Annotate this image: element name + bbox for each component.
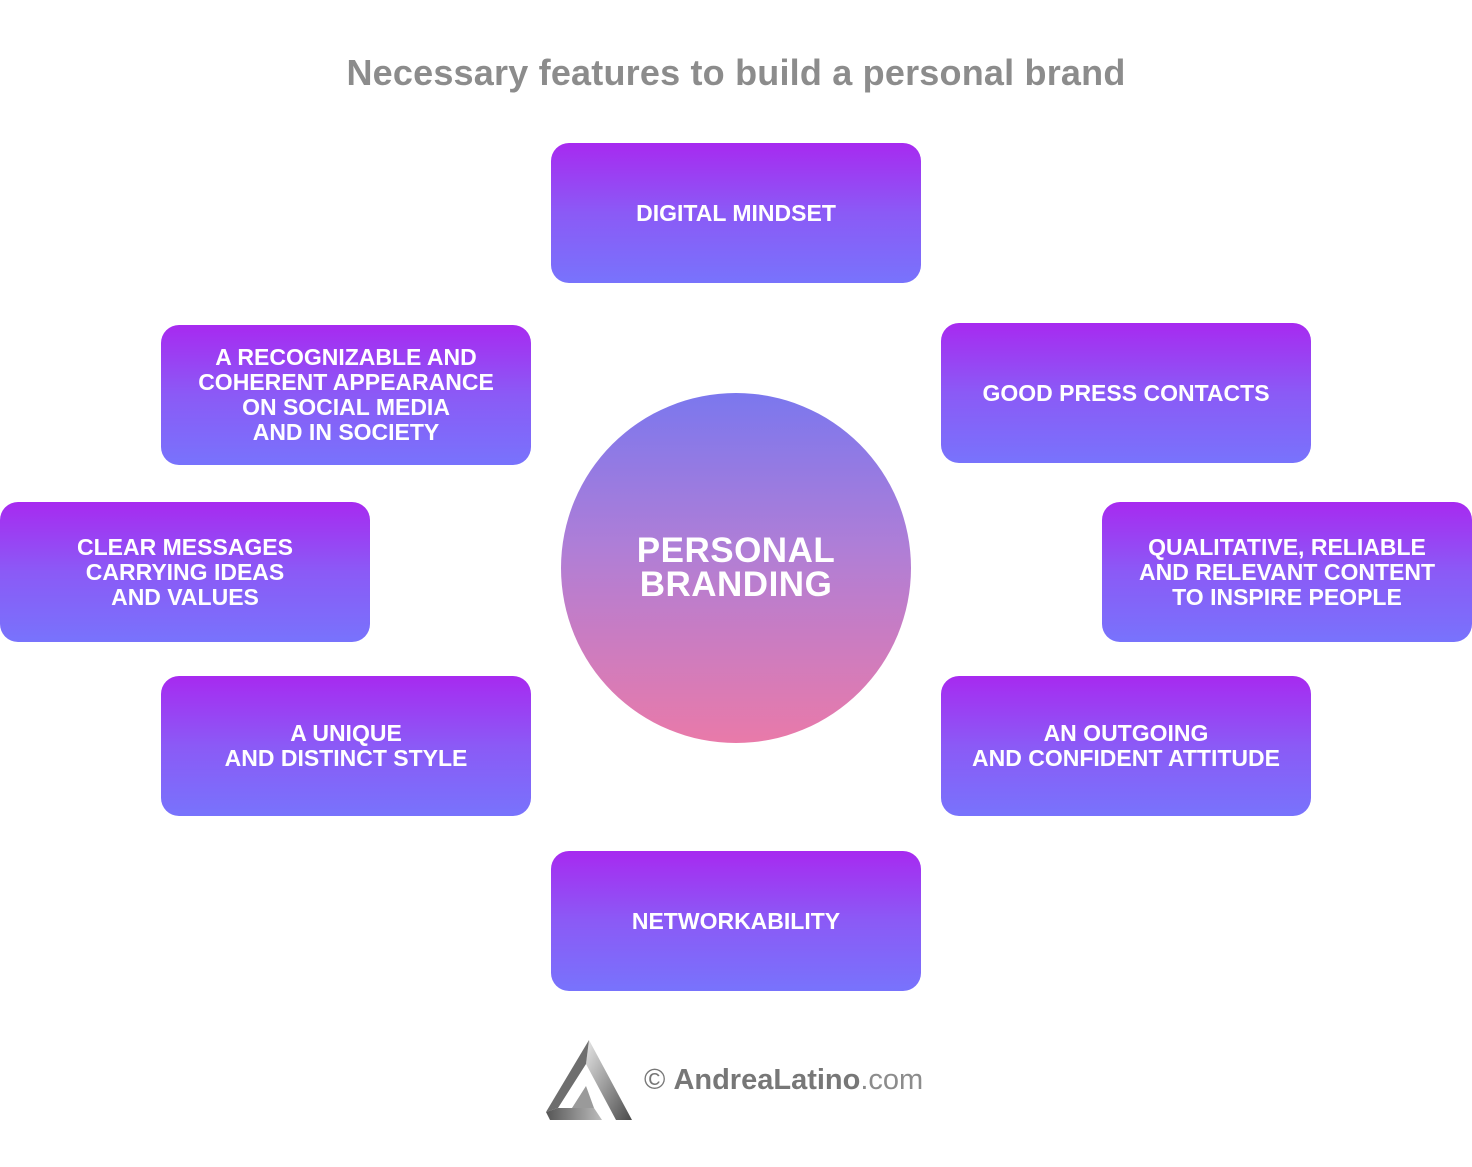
feature-box-messages: CLEAR MESSAGES CARRYING IDEAS AND VALUES — [0, 502, 370, 642]
feature-label: DIGITAL MINDSET — [636, 199, 836, 226]
feature-label: AN OUTGOING AND CONFIDENT ATTITUDE — [972, 720, 1280, 771]
feature-box-digital-mindset: DIGITAL MINDSET — [551, 143, 921, 283]
feature-label: GOOD PRESS CONTACTS — [982, 379, 1270, 406]
feature-label: A RECOGNIZABLE AND COHERENT APPEARANCE O… — [198, 344, 494, 445]
feature-box-attitude: AN OUTGOING AND CONFIDENT ATTITUDE — [941, 676, 1311, 816]
feature-box-content: QUALITATIVE, RELIABLE AND RELEVANT CONTE… — [1102, 502, 1472, 642]
feature-box-appearance: A RECOGNIZABLE AND COHERENT APPEARANCE O… — [161, 325, 531, 465]
brand-tld: .com — [860, 1064, 924, 1096]
feature-box-press-contacts: GOOD PRESS CONTACTS — [941, 323, 1311, 463]
diagram-title: Necessary features to build a personal b… — [346, 52, 1126, 93]
center-label: PERSONAL BRANDING — [636, 531, 836, 604]
feature-label: QUALITATIVE, RELIABLE AND RELEVANT CONTE… — [1138, 533, 1435, 610]
feature-label: NETWORKABILITY — [631, 907, 841, 934]
footer: © AndreaLatino.com — [546, 1040, 946, 1122]
copyright-symbol: © — [644, 1064, 666, 1096]
feature-label: CLEAR MESSAGES CARRYING IDEAS AND VALUES — [77, 533, 293, 610]
brand-name: AndreaLatino — [673, 1064, 861, 1096]
center-circle: PERSONAL BRANDING — [561, 393, 911, 743]
copyright-text: © AndreaLatino.com — [644, 1064, 923, 1097]
feature-label: A UNIQUE AND DISTINCT STYLE — [224, 720, 468, 771]
andrea-latino-logo-icon — [546, 1040, 632, 1120]
feature-box-networkability: NETWORKABILITY — [551, 851, 921, 991]
feature-box-style: A UNIQUE AND DISTINCT STYLE — [161, 676, 531, 816]
